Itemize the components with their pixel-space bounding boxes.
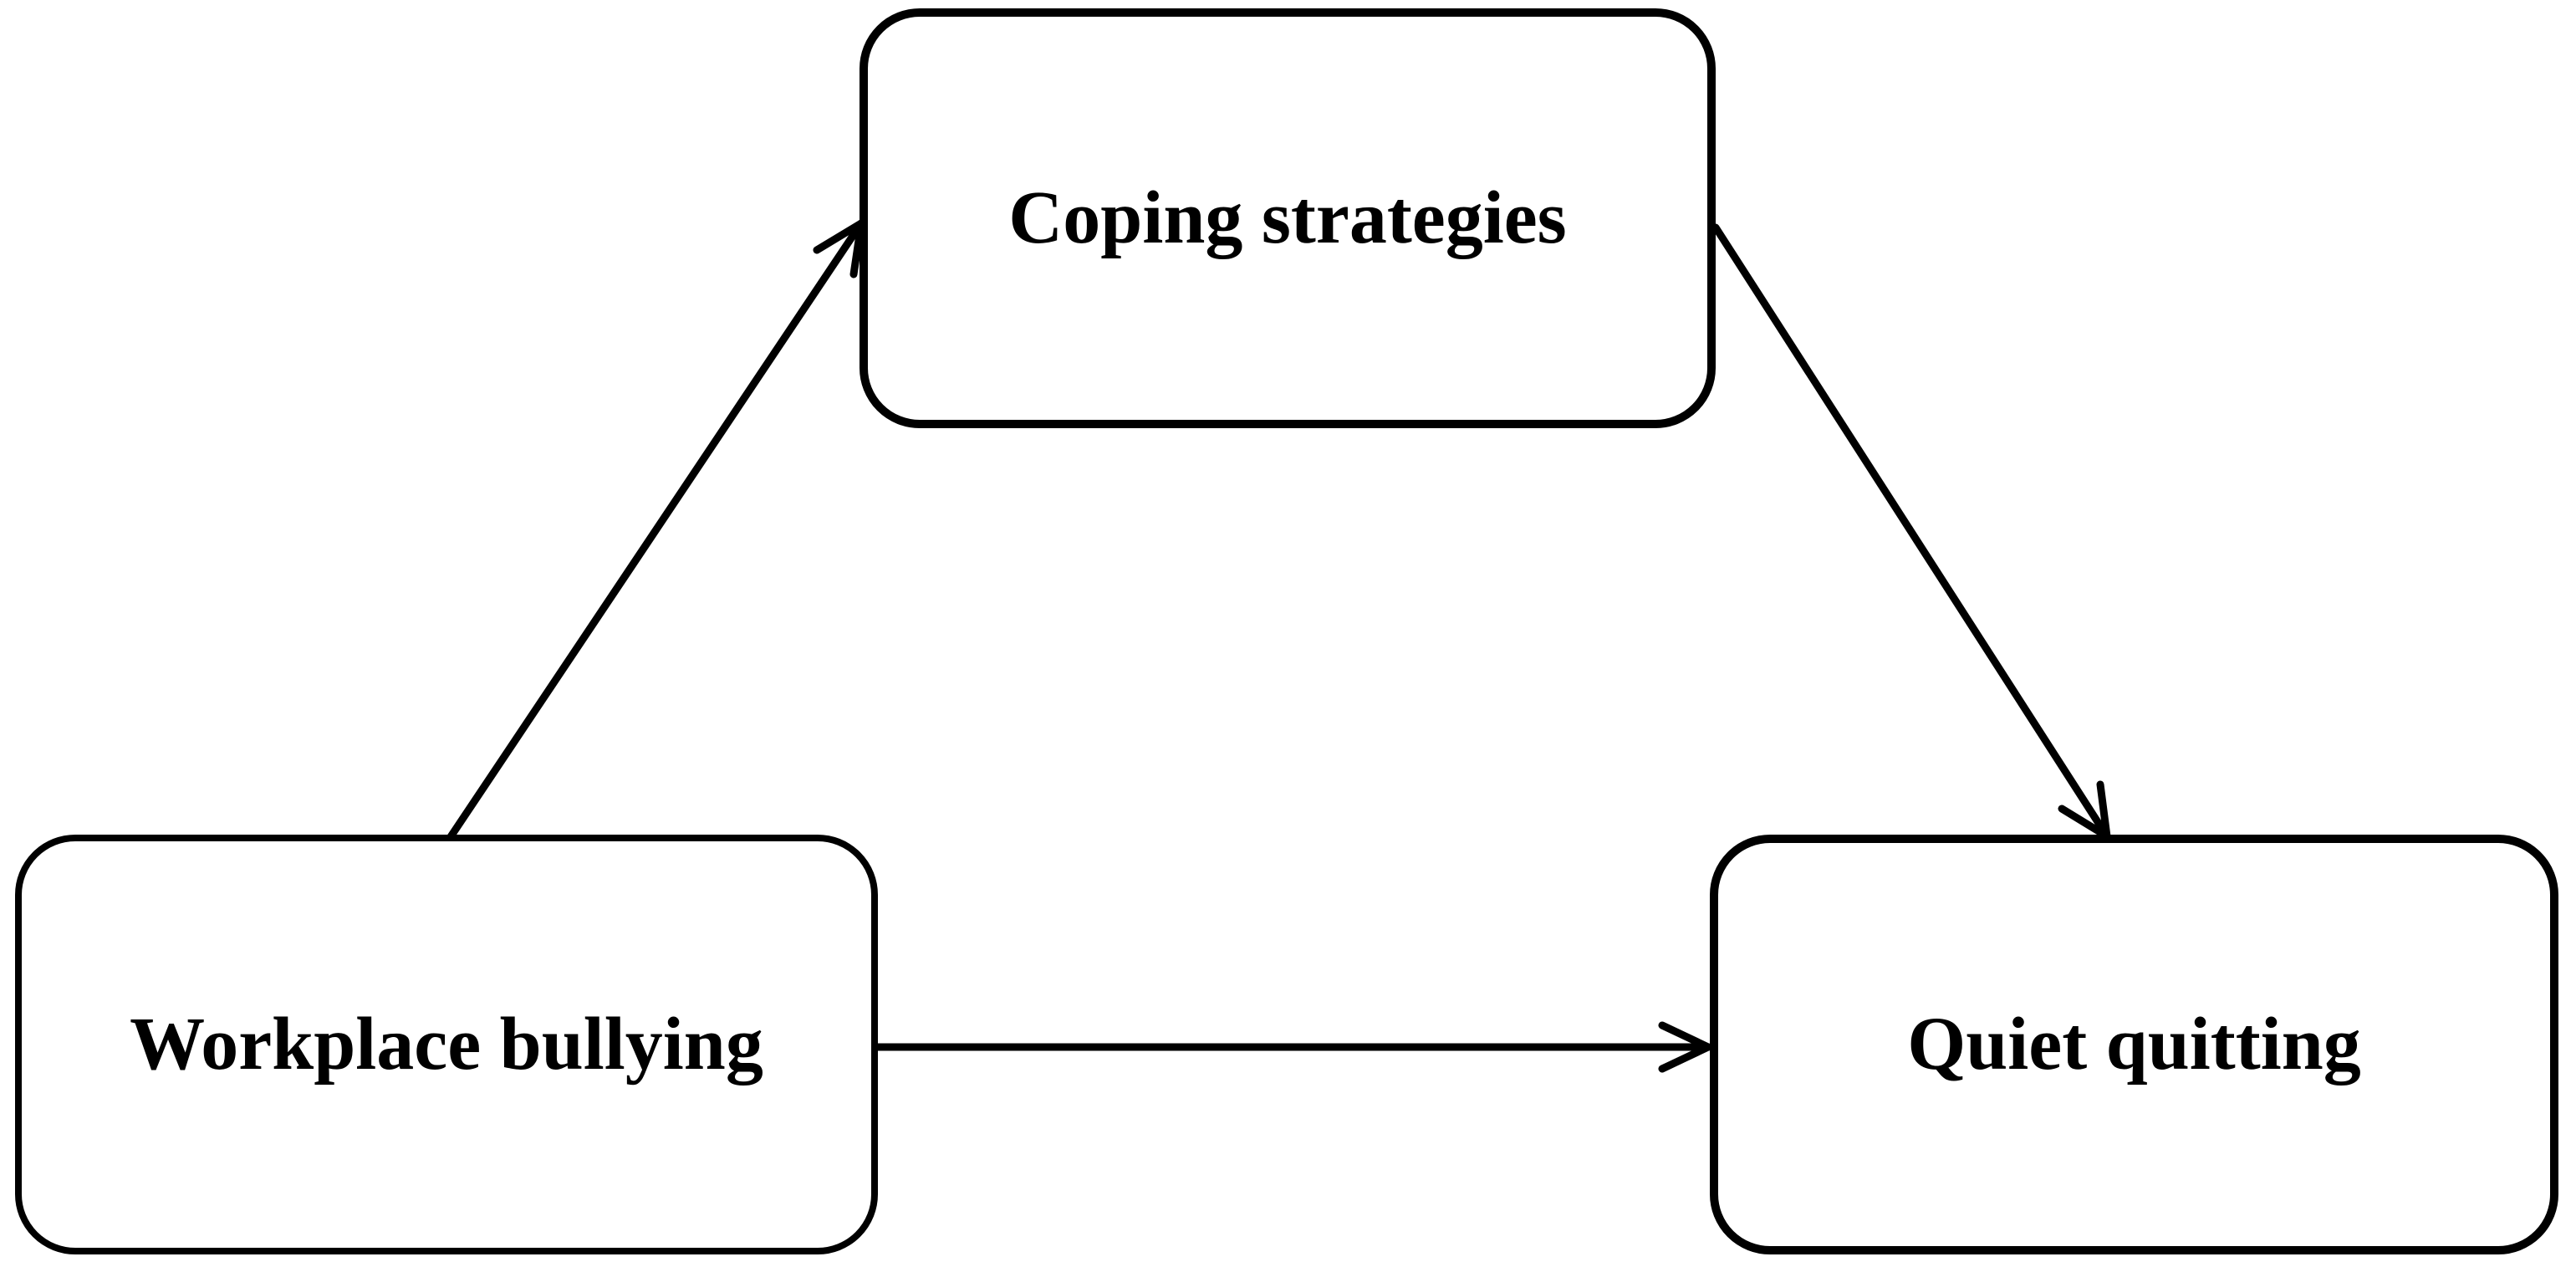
node-coping-strategies: Coping strategies <box>860 8 1716 428</box>
node-quiet-quitting-label: Quiet quitting <box>1907 1003 2361 1086</box>
arrow-workplace-to-quiet <box>874 1021 1717 1073</box>
node-coping-strategies-label: Coping strategies <box>1008 176 1567 259</box>
node-workplace-bullying: Workplace bullying <box>15 835 878 1254</box>
arrow-workplace-to-coping <box>446 216 866 842</box>
node-workplace-bullying-label: Workplace bullying <box>130 1003 763 1086</box>
arrow-coping-to-quiet <box>1711 223 2112 844</box>
node-quiet-quitting: Quiet quitting <box>1710 835 2558 1254</box>
